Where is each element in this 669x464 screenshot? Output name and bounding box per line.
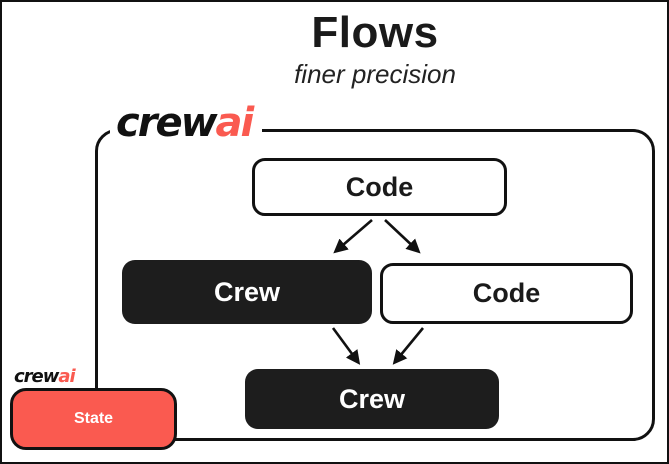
node-code-top: Code (252, 158, 507, 216)
node-code-right: Code (380, 263, 633, 324)
crewai-logo-ai: ai (215, 100, 255, 146)
crewai-logo-small: crewai (14, 366, 76, 387)
node-crew-left: Crew (122, 260, 372, 324)
crewai-logo: crewai (110, 100, 263, 147)
crewai-logo-small-crew: crew (14, 366, 59, 387)
state-box: State (10, 388, 177, 450)
node-crew-bottom-label: Crew (338, 383, 406, 414)
page-subtitle: finer precision (294, 59, 456, 89)
node-crew-left-label: Crew (213, 276, 281, 307)
page-title: Flows (311, 8, 439, 57)
node-code-top-label: Code (345, 171, 414, 202)
node-code-right-label: Code (472, 278, 541, 308)
node-crew-bottom: Crew (245, 369, 499, 429)
state-box-label: State (73, 410, 114, 427)
crewai-logo-small-ai: ai (58, 366, 75, 387)
crewai-logo-crew: crew (116, 100, 218, 146)
